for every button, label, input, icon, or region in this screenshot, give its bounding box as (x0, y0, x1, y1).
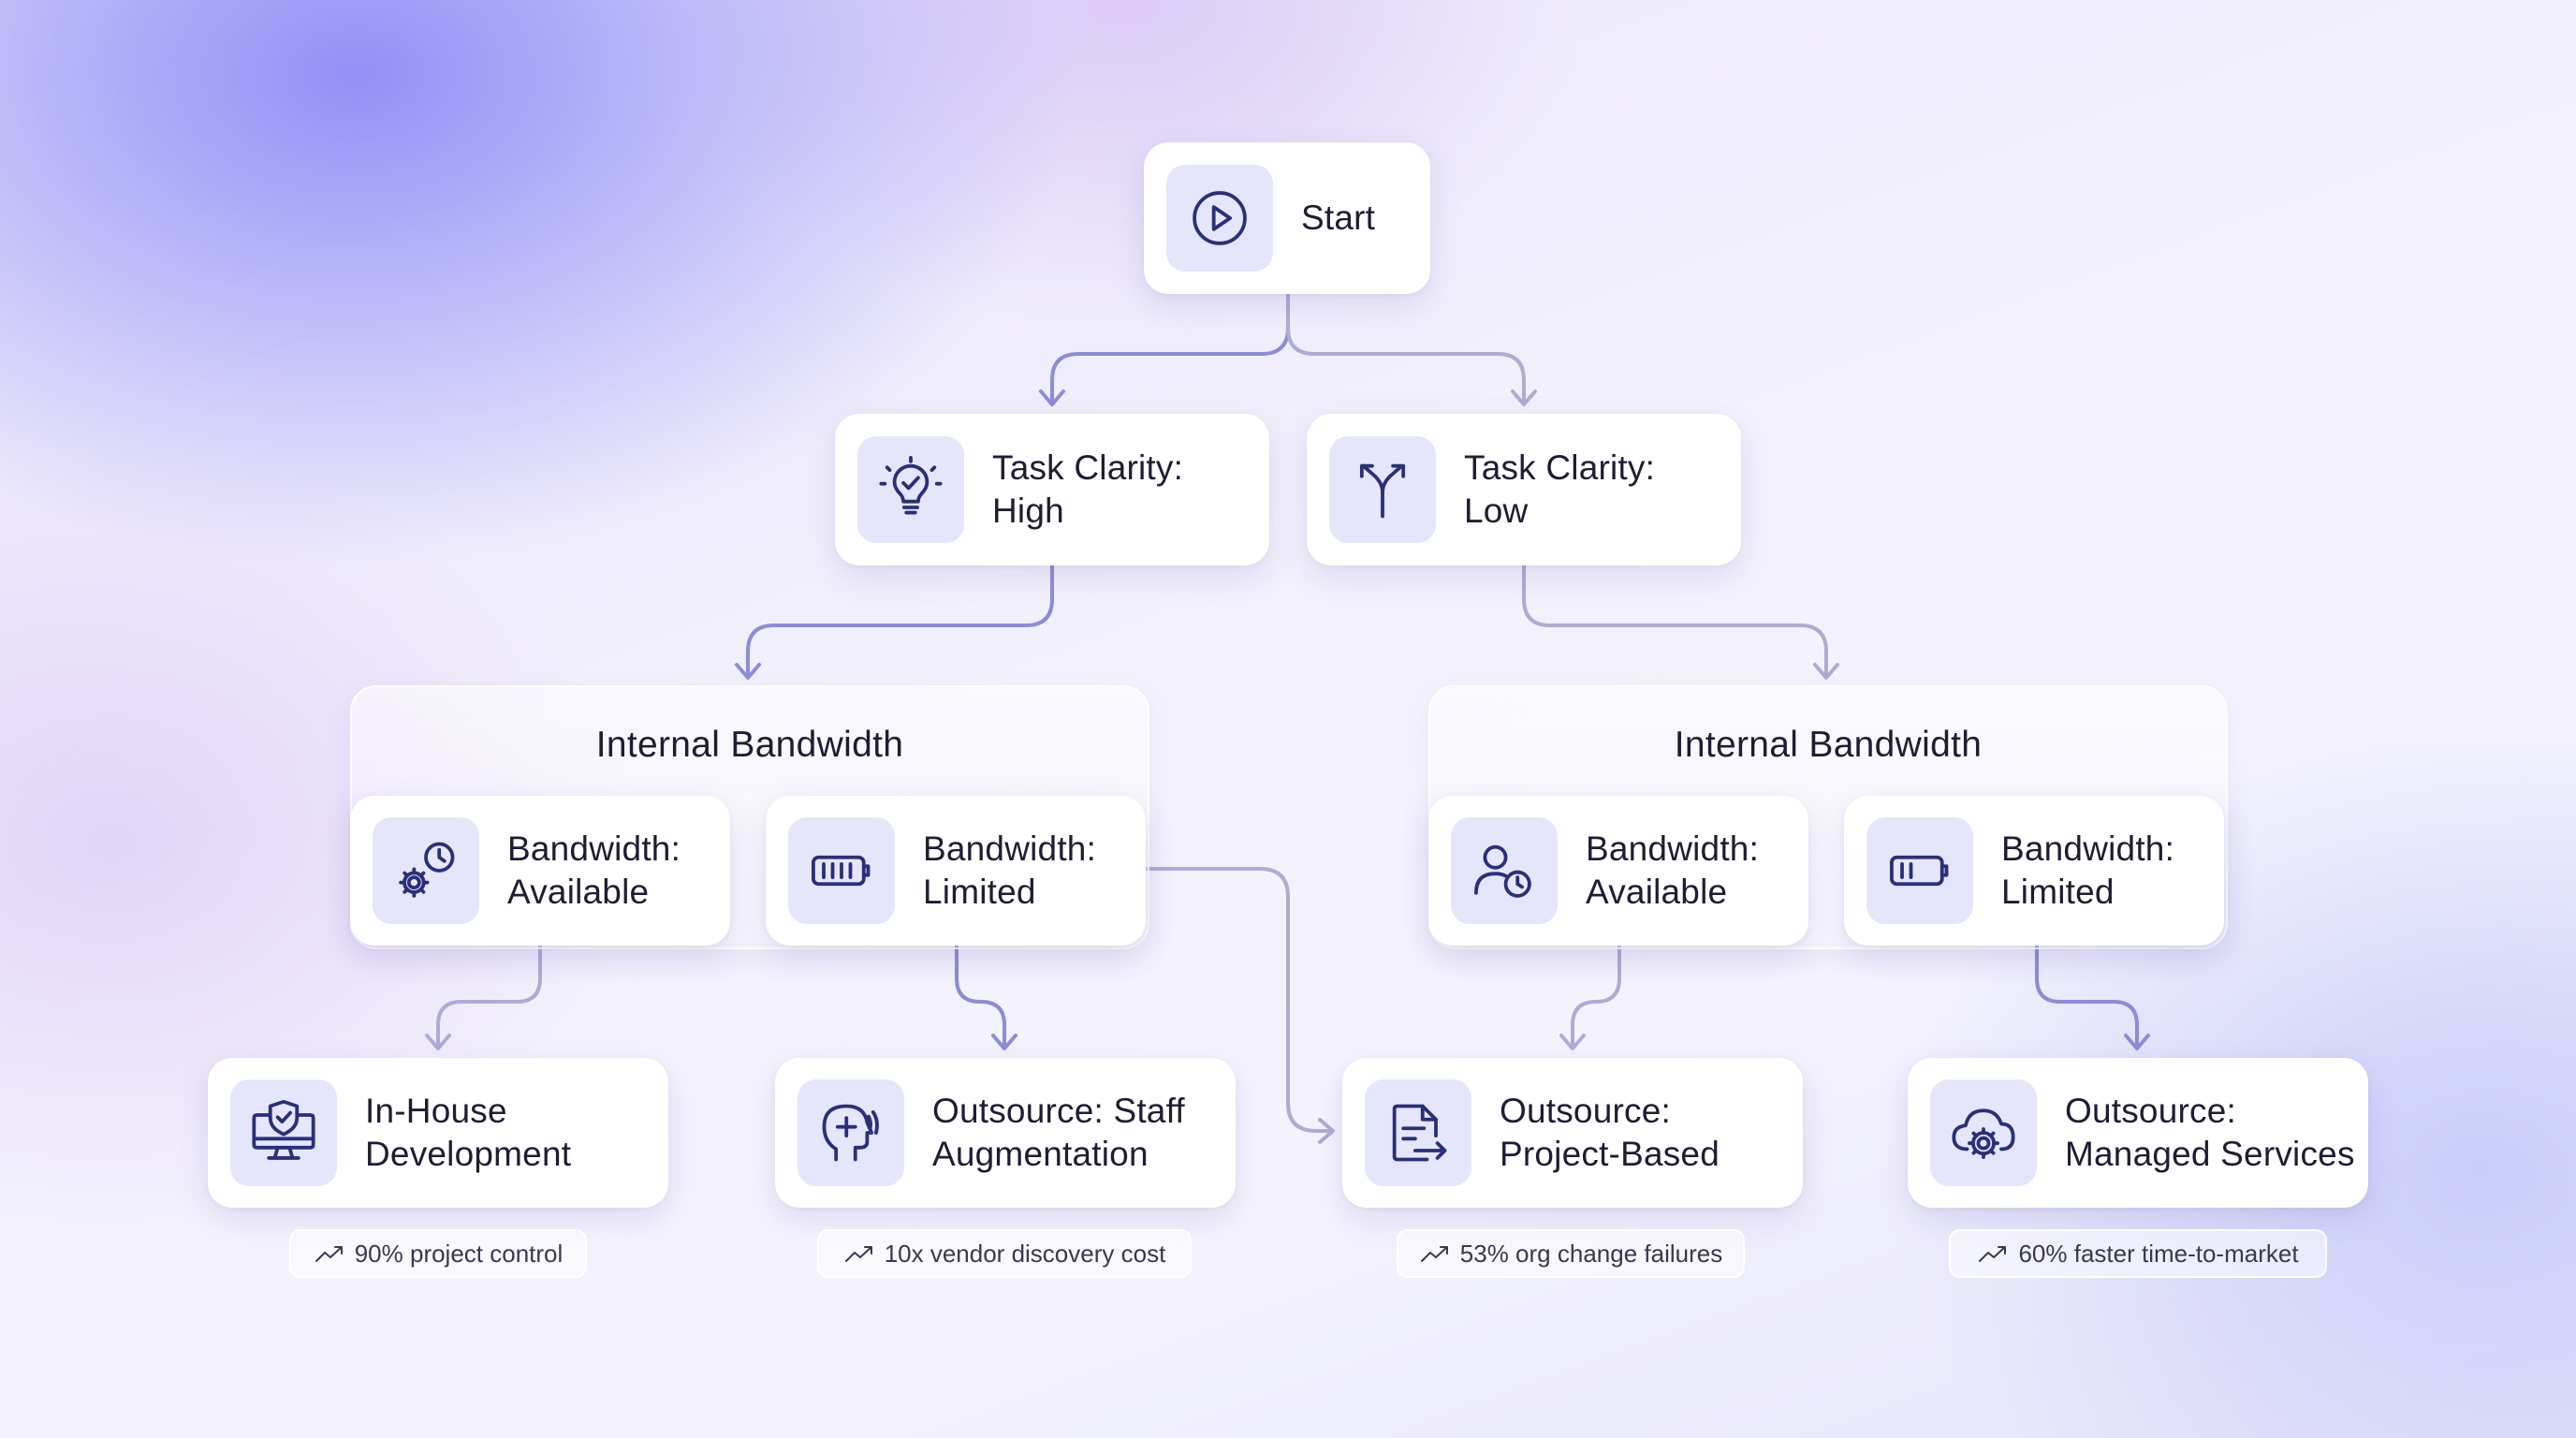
node-label: Task Clarity: Low (1464, 448, 1656, 530)
node-right-bandwidth-available[interactable]: Bandwidth: Available (1428, 796, 1808, 946)
arrowhead-project-based-side (1318, 1118, 1335, 1144)
arrowhead-right-group (1813, 663, 1839, 680)
stat-managed-services: 60% faster time-to-market (1949, 1229, 2327, 1278)
stat-text: 60% faster time-to-market (2018, 1239, 2299, 1268)
fork-arrows-icon (1329, 436, 1436, 543)
node-task-clarity-low[interactable]: Task Clarity: Low (1307, 414, 1741, 565)
cloud-gear-icon (1930, 1079, 2037, 1186)
node-label: Bandwidth: Available (1586, 829, 1760, 911)
trend-up-icon (1420, 1246, 1448, 1262)
arrowhead-left-group (735, 663, 761, 680)
node-label: Outsource: Staff Augmentation (932, 1092, 1185, 1173)
arrowhead-clarity-high (1039, 389, 1065, 406)
node-label: Start (1301, 198, 1376, 237)
play-icon (1166, 165, 1273, 271)
connector-clarity-high-to-left-group (746, 564, 1054, 678)
lightbulb-check-icon (857, 436, 964, 543)
connector-start-to-clarity-low (1286, 292, 1526, 404)
node-outsource-staff-augmentation[interactable]: Outsource: Staff Augmentation (775, 1058, 1236, 1208)
connector-left-available-to-in-house (436, 944, 542, 1049)
node-label: Task Clarity: High (992, 448, 1184, 530)
stat-text: 10x vendor discovery cost (884, 1239, 1166, 1268)
gear-clock-icon (373, 817, 479, 924)
trend-up-icon (1979, 1246, 2007, 1262)
node-start[interactable]: Start (1144, 142, 1430, 294)
node-label: Bandwidth: Limited (923, 829, 1097, 911)
node-in-house-development[interactable]: In-House Development (208, 1058, 668, 1208)
stat-text: 90% project control (354, 1239, 564, 1268)
connector-start-to-clarity-high (1050, 292, 1290, 404)
node-right-bandwidth-limited[interactable]: Bandwidth: Limited (1844, 796, 2224, 946)
battery-full-icon (788, 817, 895, 924)
node-left-bandwidth-available[interactable]: Bandwidth: Available (350, 796, 730, 946)
node-task-clarity-high[interactable]: Task Clarity: High (835, 414, 1269, 565)
node-outsource-project-based[interactable]: Outsource: Project-Based (1342, 1058, 1803, 1208)
trend-up-icon (844, 1246, 872, 1262)
group-title: Internal Bandwidth (595, 725, 904, 765)
arrowhead-managed-services (2124, 1034, 2150, 1050)
monitor-shield-icon (230, 1079, 337, 1186)
node-label: In-House Development (365, 1092, 572, 1173)
stat-staff-aug: 10x vendor discovery cost (817, 1229, 1192, 1278)
battery-low-icon (1866, 817, 1973, 924)
node-left-bandwidth-limited[interactable]: Bandwidth: Limited (766, 796, 1146, 946)
stat-in-house: 90% project control (289, 1229, 587, 1278)
connector-left-limited-to-project-based (1144, 867, 1333, 1133)
node-outsource-managed-services[interactable]: Outsource: Managed Services (1908, 1058, 2368, 1208)
user-clock-icon (1451, 817, 1558, 924)
arrowhead-clarity-low (1511, 389, 1537, 406)
connector-clarity-low-to-right-group (1522, 564, 1828, 678)
node-label: Outsource: Project-Based (1500, 1092, 1720, 1173)
group-title: Internal Bandwidth (1674, 725, 1983, 765)
connector-right-available-to-project-based (1571, 944, 1621, 1049)
node-label: Outsource: Managed Services (2065, 1092, 2355, 1173)
stat-text: 53% org change failures (1459, 1239, 1723, 1268)
connector-right-limited-to-managed-services (2035, 944, 2139, 1049)
stat-project-based: 53% org change failures (1397, 1229, 1745, 1278)
arrowhead-staff-aug (991, 1034, 1017, 1050)
head-plus-icon (798, 1079, 904, 1186)
connector-left-limited-to-staff-aug (955, 944, 1006, 1049)
arrowhead-project-based (1559, 1034, 1586, 1050)
document-arrow-icon (1365, 1079, 1471, 1186)
trend-up-icon (315, 1246, 343, 1262)
node-label: Bandwidth: Limited (2001, 829, 2175, 911)
arrowhead-in-house (425, 1034, 451, 1050)
node-label: Bandwidth: Available (507, 829, 681, 911)
